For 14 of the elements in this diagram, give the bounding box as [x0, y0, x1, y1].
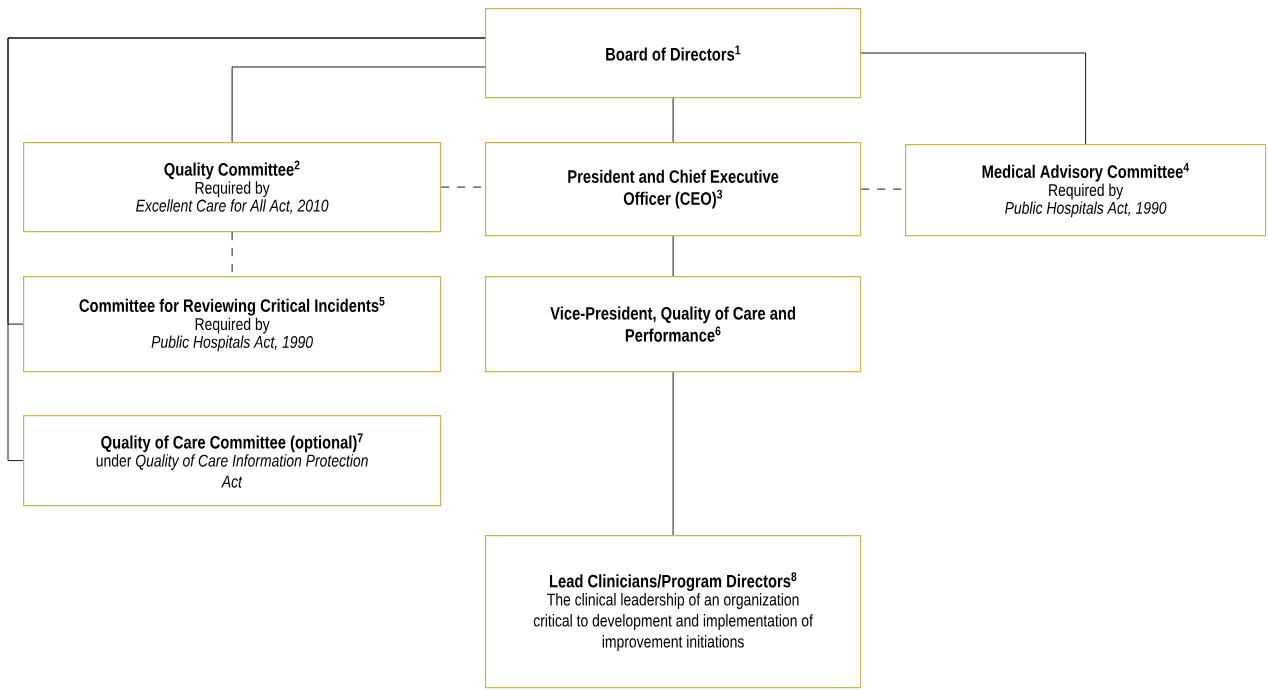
org-box: Quality Committee$^{2}$ Required by Excellent Care for All Act, 2010 — [23, 142, 442, 233]
org-box: Committee for Reviewing Critical Incidents$^{5}$ Required by Public Hospitals Act, 1990 — [23, 276, 442, 373]
connector-line — [7, 37, 486, 462]
org-box: Lead Clinicians/Program Directors$^{8}$ The clinical leadership of an organization critical to development and implementation of improvement initiations — [485, 535, 862, 689]
org-box: President and Chief Executive Officer (CEO)$^{3}$ — [485, 142, 862, 237]
connector-line — [672, 97, 674, 143]
connector-line — [672, 235, 674, 277]
org-box: Medical Advisory Committee$^{4}$ Required by Public Hospitals Act, 1990 — [905, 144, 1267, 237]
org-box: Board of Directors$^{1}$ — [485, 8, 862, 99]
connector-line — [231, 66, 486, 143]
org-box: Quality of Care Committee (optional)$^{7}$ under Quality of Care Information Protection Act — [23, 415, 442, 507]
org-box: Vice-President, Quality of Care and Performance$^{6}$ — [485, 276, 862, 373]
connector-line — [860, 52, 1087, 145]
connector-line — [672, 371, 674, 536]
